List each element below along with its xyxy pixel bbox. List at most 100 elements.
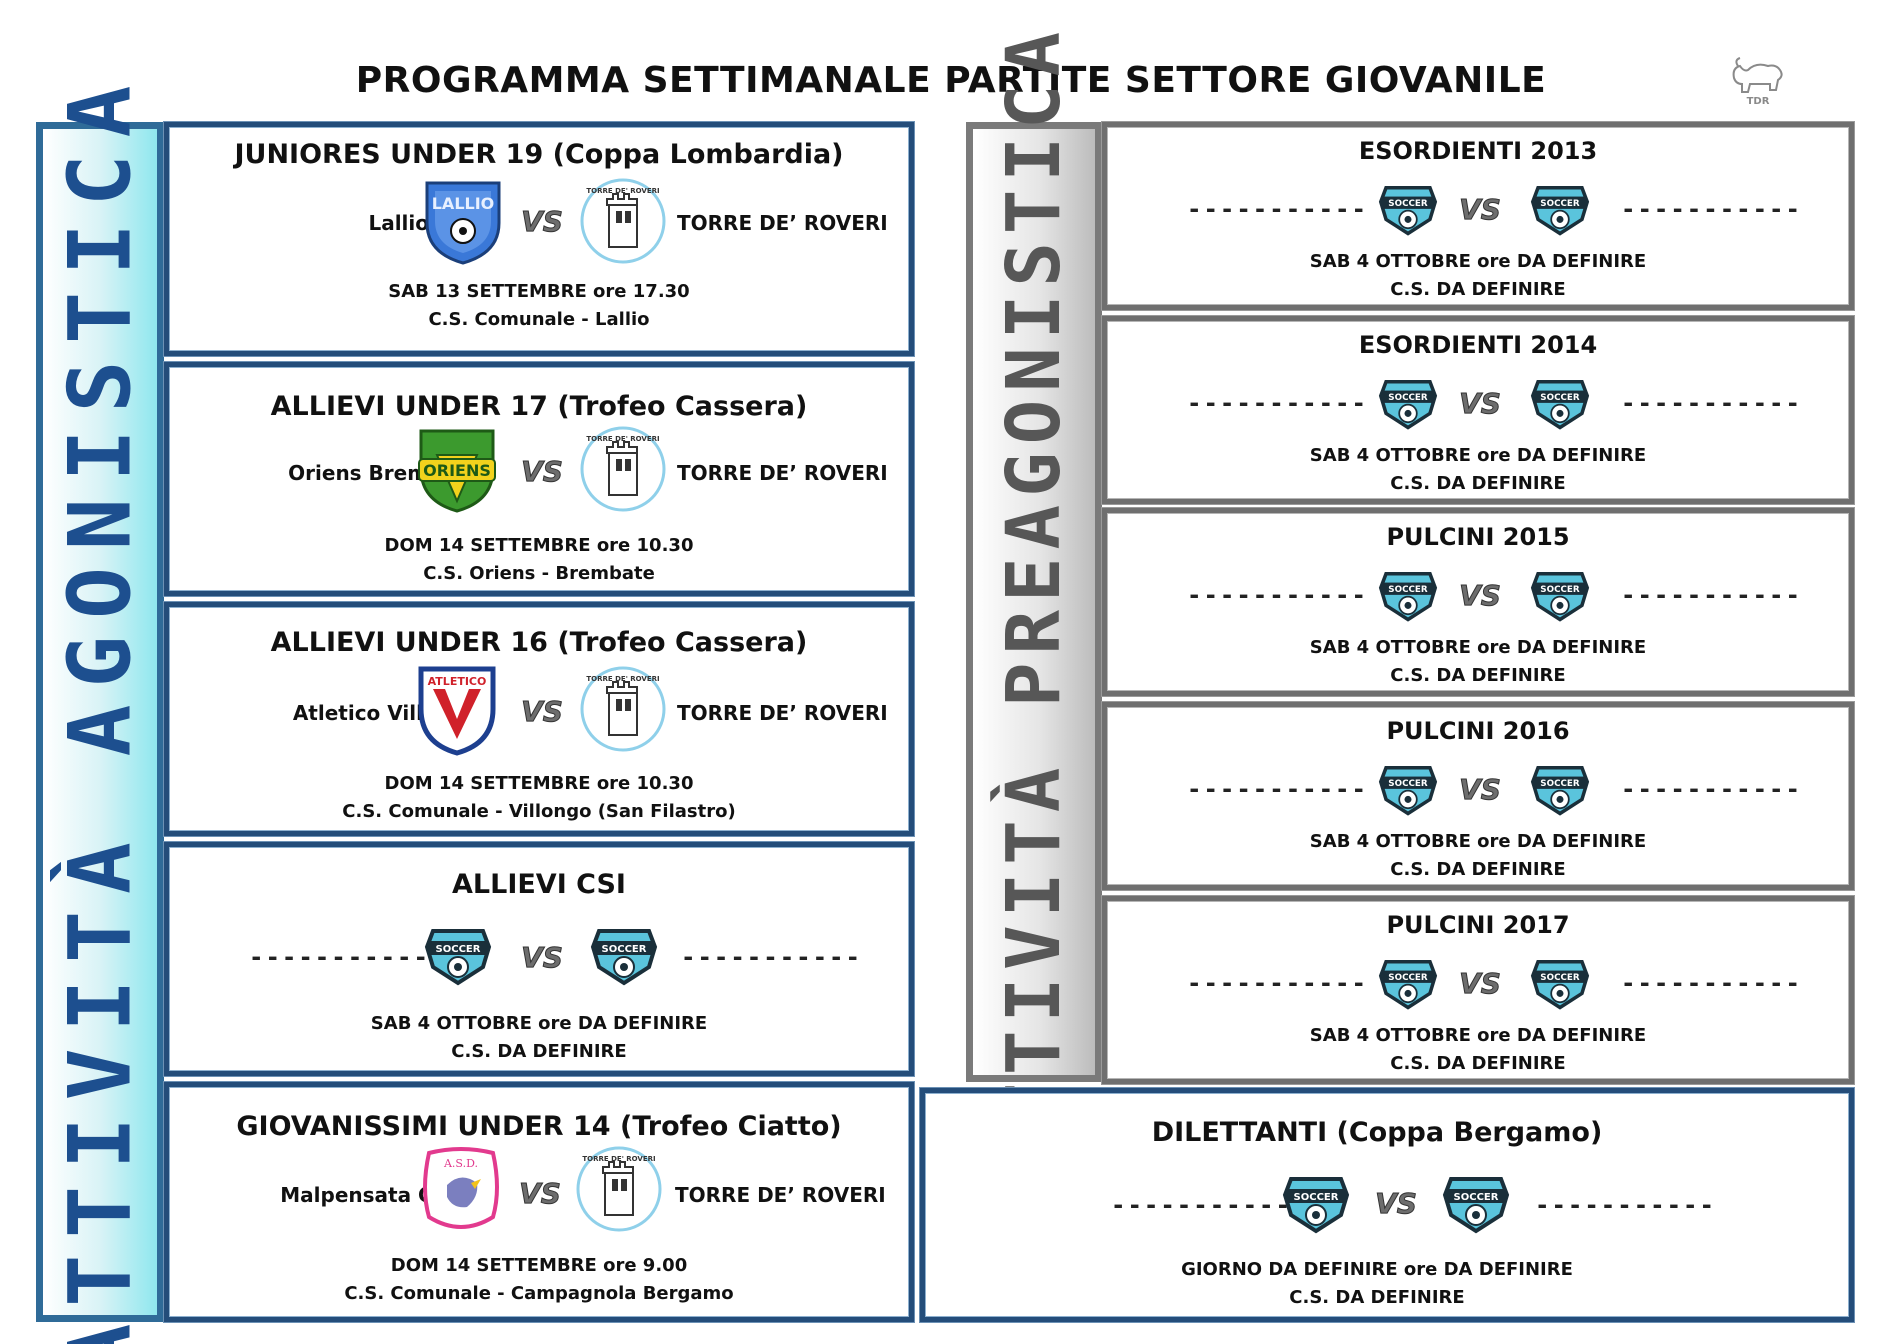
away-team-placeholder: ----------- — [1621, 775, 1802, 803]
page-title: PROGRAMMA SETTIMANALE PARTITE SETTORE GI… — [355, 60, 1547, 101]
vs-icon: VS — [521, 205, 563, 238]
match-card-esordienti-2013: ESORDIENTI 2013 ----------- SOCCER VS SOCCER… — [1102, 122, 1854, 310]
away-team-name: TORRE DE’ ROVERI — [677, 461, 888, 485]
soccer-badge-text: SOCCER — [1454, 1192, 1499, 1203]
home-team-placeholder: ----------- — [1187, 969, 1368, 997]
lallio-crest-icon: LALLIO — [425, 181, 501, 265]
vs-text: VS — [521, 205, 563, 237]
soccer-badge-text: SOCCER — [1540, 393, 1580, 403]
match-date: SAB 4 OTTOBRE ore DA DEFINIRE — [1309, 445, 1647, 466]
match-card-allievi-u17: ALLIEVI UNDER 17 (Trofeo Cassera) Oriens… — [164, 362, 914, 596]
vs-text: VS — [1459, 387, 1501, 419]
match-venue: C.S. DA DEFINIRE — [1289, 1287, 1465, 1308]
match-category: ESORDIENTI 2014 — [1358, 331, 1598, 359]
away-team-placeholder: ----------- — [1621, 581, 1802, 609]
torre-logo-text: TORRE DE' ROVERI — [586, 435, 659, 443]
vs-icon: VS — [1459, 773, 1501, 806]
match-venue: C.S. DA DEFINIRE — [1390, 473, 1566, 494]
vs-icon: VS — [521, 695, 563, 728]
home-team-name: Lallio — [368, 211, 429, 235]
vs-text: VS — [1375, 1187, 1417, 1219]
atletico-villongo-crest-icon: ATLETICO — [418, 666, 496, 756]
home-team-placeholder: ----------- — [1187, 775, 1368, 803]
torre-logo-text: TORRE DE' ROVERI — [586, 675, 659, 683]
vs-icon: VS — [521, 455, 563, 488]
away-team-name: TORRE DE’ ROVERI — [675, 1183, 886, 1207]
soccer-badge-text: SOCCER — [436, 944, 481, 955]
torre-logo-text: TORRE DE' ROVERI — [586, 187, 659, 195]
agonistica-side-label: ATTIVITÀ AGONISTICA — [36, 69, 164, 1344]
soccer-badge-text: SOCCER — [1388, 393, 1428, 403]
match-card-juniores-u19: JUNIORES UNDER 19 (Coppa Lombardia) Lall… — [164, 122, 914, 356]
soccer-badge-icon: SOCCER — [1378, 766, 1438, 816]
oriens-logo-text: ORIENS — [423, 461, 491, 480]
vs-icon: VS — [1459, 579, 1501, 612]
soccer-badge-icon: SOCCER — [1530, 380, 1590, 430]
match-category: PULCINI 2015 — [1386, 523, 1570, 551]
match-category: DILETTANTI (Coppa Bergamo) — [1151, 1117, 1603, 1148]
preagonistica-label-text: ATTIVITÀ PREAGONISTICA — [991, 23, 1078, 1181]
torre-logo-text: TORRE DE' ROVERI — [582, 1155, 655, 1163]
soccer-badge-icon: SOCCER — [590, 929, 658, 986]
match-card-esordienti-2014: ESORDIENTI 2014 ----------- SOCCER VS SOCCER… — [1102, 316, 1854, 504]
match-date: SAB 13 SETTEMBRE ore 17.30 — [388, 281, 690, 302]
home-team-placeholder: ----------- — [1111, 1191, 1292, 1219]
soccer-badge-text: SOCCER — [1540, 199, 1580, 209]
preagonistica-side-label: ATTIVITÀ PREAGONISTICA — [966, 24, 1102, 1180]
away-team-name: TORRE DE’ ROVERI — [677, 211, 888, 235]
home-team-placeholder: ----------- — [1187, 581, 1368, 609]
match-venue: C.S. Oriens - Brembate — [423, 563, 655, 584]
match-venue: C.S. DA DEFINIRE — [1390, 665, 1566, 686]
match-category: ALLIEVI CSI — [452, 869, 626, 900]
vs-text: VS — [521, 455, 563, 487]
home-team-placeholder: ----------- — [1187, 195, 1368, 223]
match-date: DOM 14 SETTEMBRE ore 9.00 — [390, 1255, 688, 1276]
torre-de-roveri-crest-icon: TORRE DE' ROVERI — [580, 178, 666, 264]
match-category: ESORDIENTI 2013 — [1358, 137, 1598, 165]
match-date: DOM 14 SETTEMBRE ore 10.30 — [384, 773, 694, 794]
away-team-placeholder: ----------- — [1621, 389, 1802, 417]
match-date: DOM 14 SETTEMBRE ore 10.30 — [384, 535, 694, 556]
soccer-badge-text: SOCCER — [1388, 779, 1428, 789]
match-category: PULCINI 2017 — [1386, 911, 1570, 939]
vs-text: VS — [521, 941, 563, 973]
match-date: SAB 4 OTTOBRE ore DA DEFINIRE — [1309, 637, 1647, 658]
vs-text: VS — [1459, 773, 1501, 805]
vs-text: VS — [1459, 967, 1501, 999]
home-team-placeholder: ----------- — [249, 943, 430, 971]
soccer-badge-icon: SOCCER — [1378, 380, 1438, 430]
soccer-badge-text: SOCCER — [1540, 585, 1580, 595]
vs-text: VS — [521, 695, 563, 727]
tdr-logo-text: TDR — [1747, 96, 1770, 106]
match-card-pulcini-2015: PULCINI 2015 ----------- SOCCER VS SOCCER ---… — [1102, 508, 1854, 696]
soccer-badge-icon: SOCCER — [1282, 1177, 1350, 1234]
match-venue: C.S. Comunale - Villongo (San Filastro) — [342, 801, 736, 822]
torre-de-roveri-crest-icon: TORRE DE' ROVERI — [580, 666, 666, 752]
match-venue: C.S. DA DEFINIRE — [1390, 859, 1566, 880]
match-date: SAB 4 OTTOBRE ore DA DEFINIRE — [1309, 1025, 1647, 1046]
match-category: GIOVANISSIMI UNDER 14 (Trofeo Ciatto) — [236, 1111, 842, 1142]
soccer-badge-icon: SOCCER — [1530, 960, 1590, 1010]
vs-icon: VS — [1459, 967, 1501, 1000]
home-team-placeholder: ----------- — [1187, 389, 1368, 417]
soccer-badge-icon: SOCCER — [1378, 572, 1438, 622]
match-category: ALLIEVI UNDER 16 (Trofeo Cassera) — [270, 627, 808, 658]
soccer-badge-icon: SOCCER — [1442, 1177, 1510, 1234]
vs-text: VS — [1459, 193, 1501, 225]
soccer-badge-text: SOCCER — [1388, 199, 1428, 209]
torre-de-roveri-crest-icon: TORRE DE' ROVERI — [576, 1146, 662, 1232]
soccer-badge-icon: SOCCER — [1378, 960, 1438, 1010]
vs-icon: VS — [1459, 193, 1501, 226]
soccer-badge-text: SOCCER — [1388, 973, 1428, 983]
away-team-placeholder: ----------- — [1535, 1191, 1716, 1219]
away-team-placeholder: ----------- — [681, 943, 862, 971]
match-date: GIORNO DA DEFINIRE ore DA DEFINIRE — [1181, 1259, 1573, 1280]
match-category: ALLIEVI UNDER 17 (Trofeo Cassera) — [270, 391, 808, 422]
match-card-allievi-u16: ALLIEVI UNDER 16 (Trofeo Cassera) Atleti… — [164, 602, 914, 836]
match-category: PULCINI 2016 — [1386, 717, 1570, 745]
vs-icon: VS — [519, 1177, 561, 1210]
match-category: JUNIORES UNDER 19 (Coppa Lombardia) — [234, 139, 844, 170]
soccer-badge-icon: SOCCER — [1530, 186, 1590, 236]
